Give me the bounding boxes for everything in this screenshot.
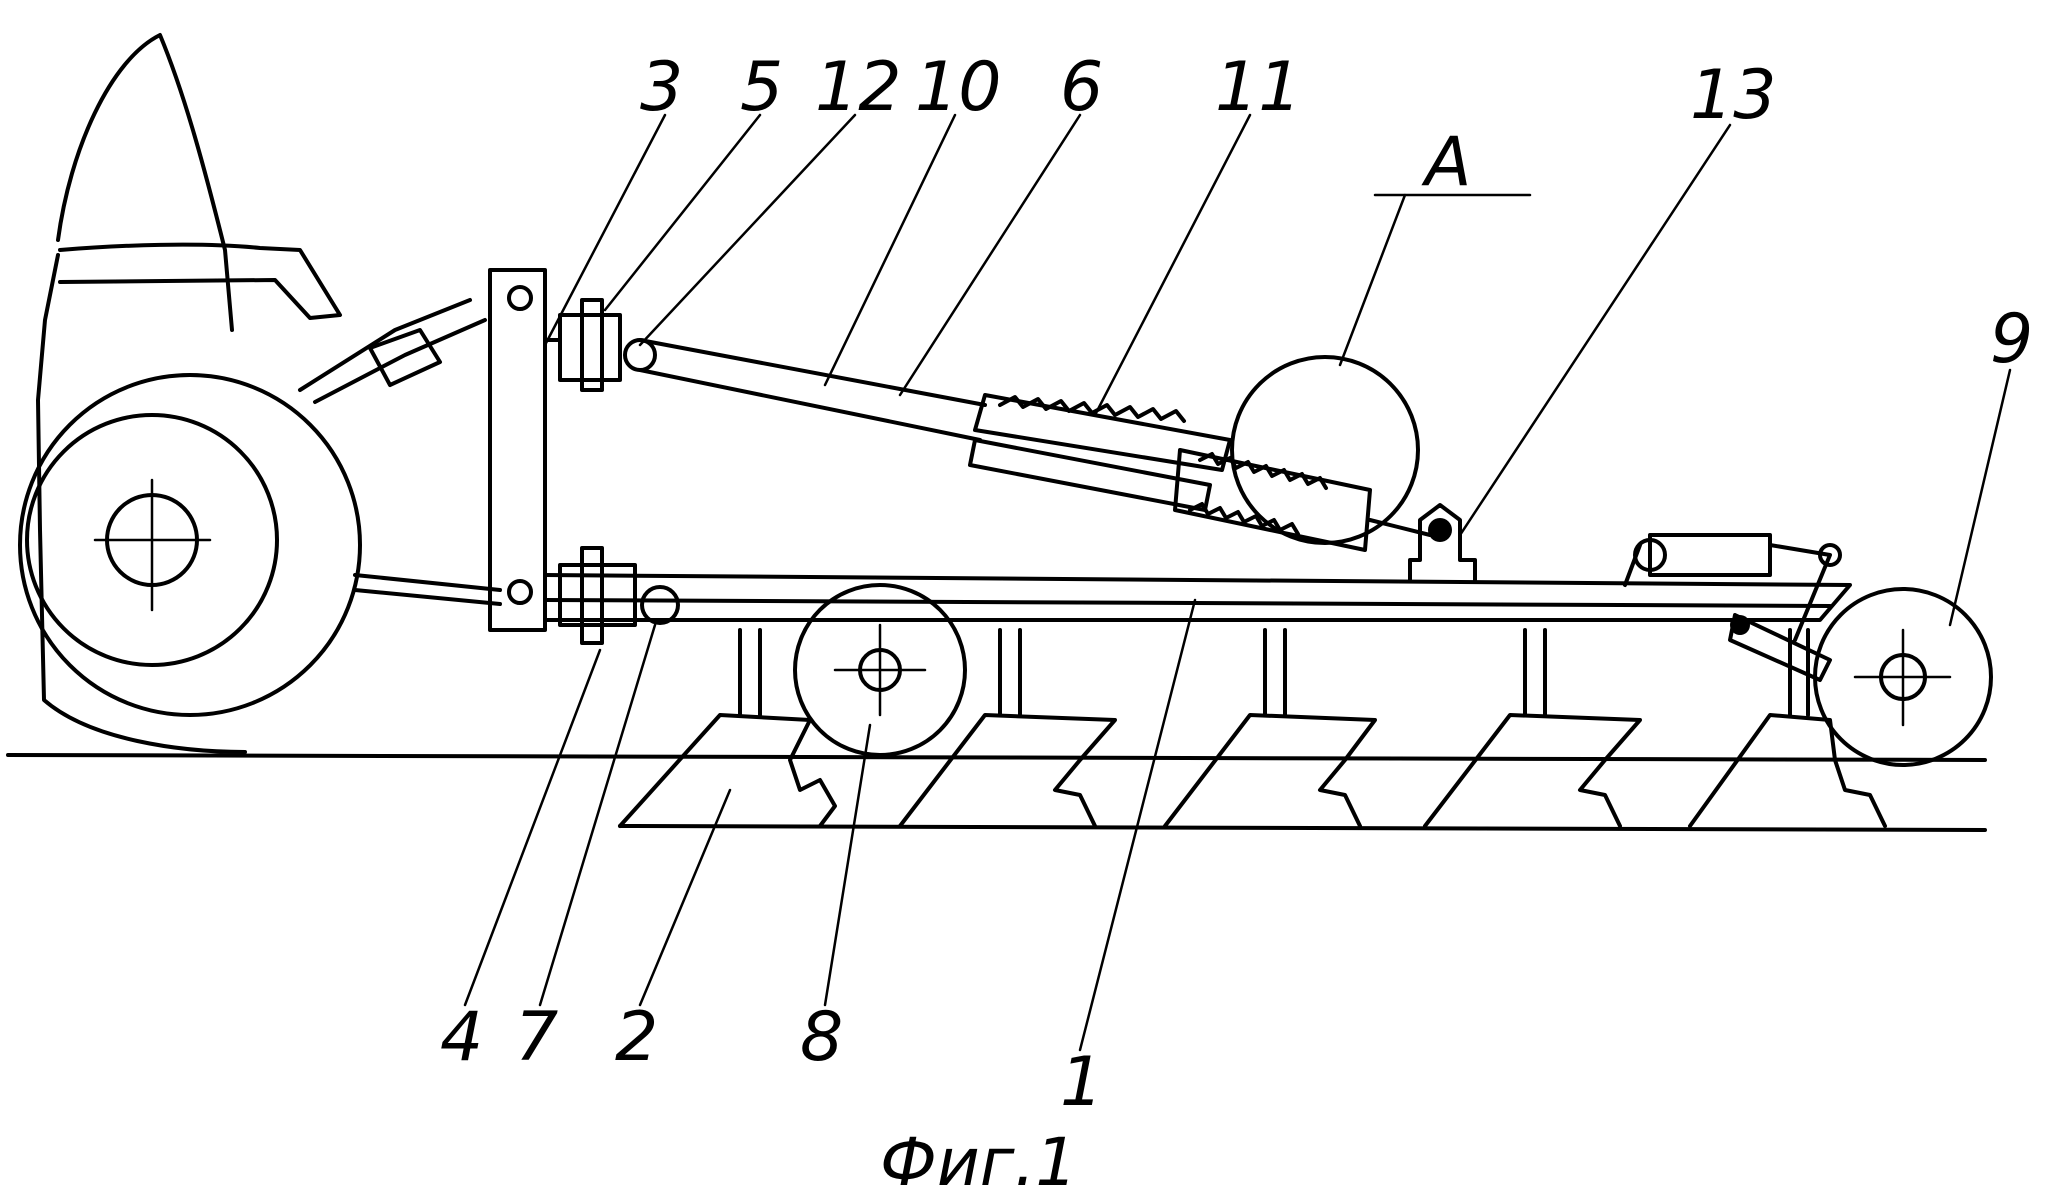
callout-3: 3: [640, 48, 683, 127]
callout-11: 11: [1215, 48, 1302, 127]
frame-beam-mid: [545, 600, 1830, 606]
hitch-pin-lower: [509, 581, 531, 603]
leader-7: [540, 625, 655, 1005]
rod-bracket-body: [1410, 505, 1475, 580]
plough-body-1: [620, 715, 835, 826]
leader-2: [640, 790, 730, 1005]
tractor-body: [38, 255, 245, 752]
plough-frame: [545, 575, 1850, 620]
standard-3: [1265, 630, 1285, 715]
callout-6: 6: [1060, 48, 1103, 127]
leader-6: [900, 115, 1080, 395]
leader-11: [1095, 115, 1250, 415]
leader-1: [1080, 600, 1195, 1050]
rod-bracket: [1410, 505, 1475, 580]
hitch-post: [490, 270, 545, 630]
callout-8: 8: [800, 998, 843, 1077]
spring-cylinder: [1175, 450, 1370, 550]
callout-a: A: [1421, 123, 1472, 202]
leader-12: [640, 115, 855, 345]
callout-7: 7: [515, 998, 558, 1077]
callout-5: 5: [740, 48, 783, 127]
tractor-rear-wheel: [20, 375, 360, 715]
tractor-cab: [58, 35, 232, 330]
hitch-post-rect: [490, 270, 545, 630]
rod-bracket-pin: [1428, 518, 1452, 542]
leader-8: [825, 725, 870, 1005]
plough-body-2: [900, 715, 1115, 826]
plough-body-5: [1690, 715, 1885, 826]
leader-9: [1950, 370, 2010, 625]
rear-arm-pin: [1730, 615, 1750, 635]
furrow-line: [620, 826, 1985, 830]
hitch-pin-upper: [509, 287, 531, 309]
ground-line: [8, 755, 1985, 760]
rear-cylinder: [1650, 535, 1770, 575]
traction-rod: [640, 340, 985, 440]
tractor-fender: [60, 245, 340, 318]
upper-bracket-body: [560, 315, 620, 380]
frame-beam: [545, 575, 1850, 620]
callout-13: 13: [1690, 56, 1777, 135]
detail-a-circle: [1232, 357, 1418, 543]
spring-coil-lower: [1190, 504, 1298, 534]
lower-link: [355, 575, 500, 604]
spring-assembly: [970, 395, 1430, 550]
callout-2: 2: [615, 998, 658, 1077]
standard-1: [740, 630, 760, 715]
support-wheel: [795, 585, 965, 755]
figure-caption: Фиг.1: [880, 1124, 1077, 1201]
spring-coil: [1000, 397, 1184, 421]
rear-wheel: [1815, 589, 1991, 765]
leader-13: [1460, 125, 1730, 535]
leader-10: [825, 115, 955, 385]
tractor: [20, 35, 500, 752]
callout-1: 1: [1060, 1043, 1103, 1122]
frame-pivot-7: [642, 587, 678, 623]
lower-bracket-bolt: [582, 548, 602, 643]
callout-10: 10: [915, 48, 1002, 127]
standard-2: [1000, 630, 1020, 715]
callout-12: 12: [815, 48, 902, 127]
plough-body-3: [1165, 715, 1375, 826]
standard-4: [1525, 630, 1545, 715]
callout-9: 9: [1990, 300, 2033, 379]
lower-bracket: [560, 548, 678, 643]
plough-bodies: [620, 630, 1885, 826]
callout-4: 4: [440, 998, 483, 1077]
leader-5: [605, 115, 760, 310]
plough-body-4: [1425, 715, 1640, 826]
leader-a: [1340, 195, 1405, 365]
leader-4: [465, 650, 600, 1005]
